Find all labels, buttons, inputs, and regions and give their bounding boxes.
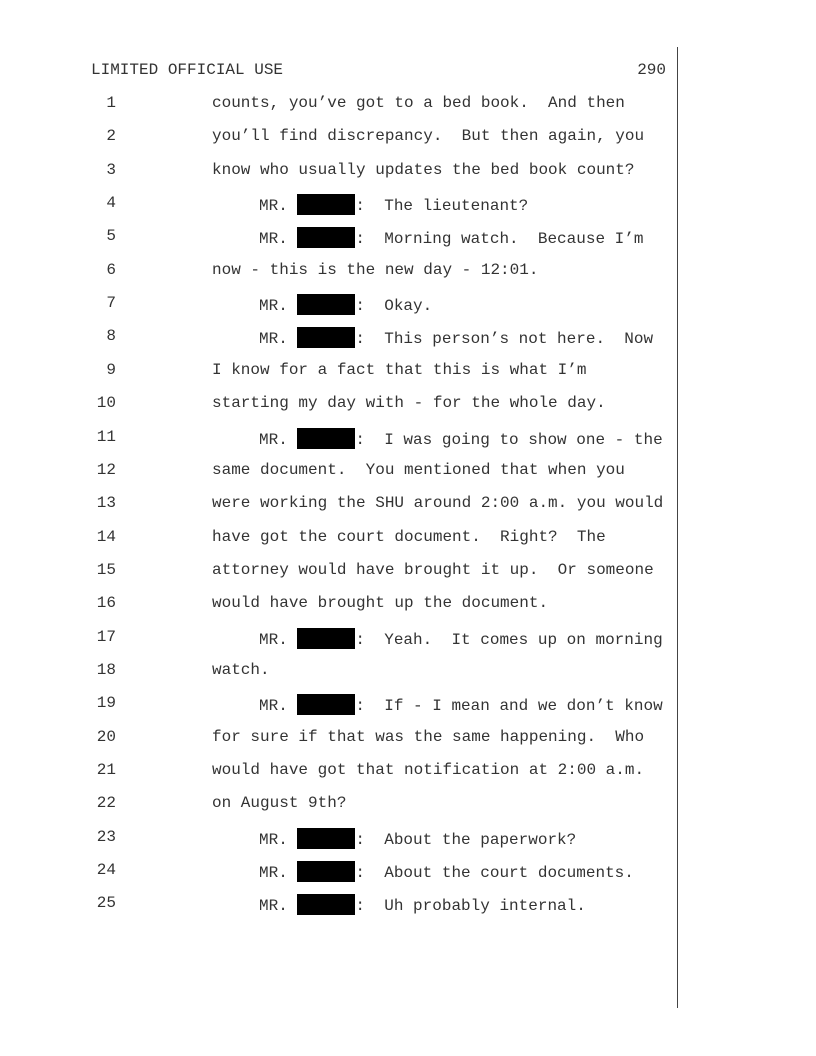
line-text: : I was going to show one - the bbox=[355, 430, 663, 449]
redaction-box bbox=[297, 894, 356, 916]
redaction-box bbox=[297, 861, 356, 883]
redaction-box bbox=[297, 294, 356, 316]
line-text: counts, you’ve got to a bed book. And th… bbox=[212, 94, 625, 112]
line-text: : Yeah. It comes up on morning bbox=[355, 630, 663, 649]
line-number: 24 bbox=[96, 861, 116, 880]
redaction-box bbox=[297, 327, 356, 349]
speaker-line: MR. : Okay. bbox=[259, 294, 433, 316]
speaker-line: MR. : About the paperwork? bbox=[259, 827, 577, 849]
speaker-line: MR. : The lieutenant? bbox=[259, 194, 529, 216]
speaker-line: MR. : I was going to show one - the bbox=[259, 427, 663, 449]
line-text: on August 9th? bbox=[212, 794, 347, 813]
line-number: 22 bbox=[96, 794, 116, 813]
redaction-box bbox=[297, 827, 356, 849]
speaker-line: MR. : Yeah. It comes up on morning bbox=[259, 627, 663, 649]
line-text: were working the SHU around 2:00 a.m. yo… bbox=[212, 494, 664, 513]
line-text: same document. You mentioned that when y… bbox=[212, 460, 625, 479]
line-number: 14 bbox=[96, 527, 116, 546]
line-number: 20 bbox=[96, 727, 116, 746]
line-number: 11 bbox=[96, 427, 116, 446]
line-text: for sure if that was the same happening.… bbox=[212, 727, 645, 746]
line-text: I know for a fact that this is what I’m bbox=[212, 360, 587, 379]
redaction-box bbox=[297, 627, 356, 649]
line-number: 8 bbox=[106, 327, 116, 346]
line-text: : About the paperwork? bbox=[355, 830, 577, 849]
line-number: 19 bbox=[96, 694, 116, 713]
line-number: 2 bbox=[106, 127, 116, 146]
speaker-title: MR. bbox=[259, 697, 288, 716]
line-number: 3 bbox=[106, 160, 116, 179]
line-text: have got the court document. Right? The bbox=[212, 527, 606, 546]
speaker-title: MR. bbox=[259, 430, 288, 449]
line-number: 15 bbox=[96, 560, 116, 579]
line-text: would have got that notification at 2:00… bbox=[212, 761, 645, 779]
line-text: : Uh probably internal. bbox=[355, 897, 586, 916]
line-text: watch. bbox=[212, 660, 270, 679]
margin-rule bbox=[677, 47, 678, 1008]
speaker-line: MR. : About the court documents. bbox=[259, 861, 634, 883]
line-text: you’ll find discrepancy. But then again,… bbox=[212, 127, 645, 146]
speaker-title: MR. bbox=[259, 330, 288, 349]
redaction-box bbox=[297, 427, 356, 449]
speaker-title: MR. bbox=[259, 830, 288, 849]
line-number: 1 bbox=[106, 94, 116, 112]
line-number: 6 bbox=[106, 260, 116, 279]
line-number: 23 bbox=[96, 827, 116, 846]
speaker-title: MR. bbox=[259, 197, 288, 216]
line-text: : The lieutenant? bbox=[355, 197, 529, 216]
speaker-title: MR. bbox=[259, 297, 288, 316]
line-number: 18 bbox=[96, 660, 116, 679]
line-number: 7 bbox=[106, 294, 116, 313]
speaker-title: MR. bbox=[259, 630, 288, 649]
line-number: 12 bbox=[96, 460, 116, 479]
line-text: : If - I mean and we don’t know bbox=[355, 697, 663, 716]
line-text: know who usually updates the bed book co… bbox=[212, 160, 635, 179]
line-number: 13 bbox=[96, 494, 116, 513]
line-text: : Morning watch. Because I’m bbox=[355, 230, 644, 249]
line-text: now - this is the new day - 12:01. bbox=[212, 260, 539, 279]
line-number: 17 bbox=[96, 627, 116, 646]
line-number: 9 bbox=[106, 360, 116, 379]
line-number: 4 bbox=[106, 194, 116, 213]
speaker-line: MR. : Morning watch. Because I’m bbox=[259, 227, 644, 249]
line-number: 21 bbox=[96, 761, 116, 779]
line-text: : This person’s not here. Now bbox=[355, 330, 654, 349]
line-text: : About the court documents. bbox=[355, 864, 634, 883]
speaker-title: MR. bbox=[259, 230, 288, 249]
line-number: 10 bbox=[96, 394, 116, 413]
line-text: attorney would have brought it up. Or so… bbox=[212, 560, 654, 579]
speaker-title: MR. bbox=[259, 897, 288, 916]
line-text: would have brought up the document. bbox=[212, 594, 549, 613]
line-number: 5 bbox=[106, 227, 116, 246]
line-text: starting my day with - for the whole day… bbox=[212, 394, 606, 413]
line-text: : Okay. bbox=[355, 297, 433, 316]
redaction-box bbox=[297, 694, 356, 716]
classification-header: LIMITED OFFICIAL USE bbox=[91, 61, 284, 79]
speaker-line: MR. : This person’s not here. Now bbox=[259, 327, 654, 349]
redaction-box bbox=[297, 227, 356, 249]
line-number: 25 bbox=[96, 894, 116, 913]
line-number: 16 bbox=[96, 594, 116, 613]
page-number: 290 bbox=[637, 61, 666, 79]
speaker-line: MR. : Uh probably internal. bbox=[259, 894, 586, 916]
speaker-line: MR. : If - I mean and we don’t know bbox=[259, 694, 663, 716]
speaker-title: MR. bbox=[259, 864, 288, 883]
redaction-box bbox=[297, 194, 356, 216]
